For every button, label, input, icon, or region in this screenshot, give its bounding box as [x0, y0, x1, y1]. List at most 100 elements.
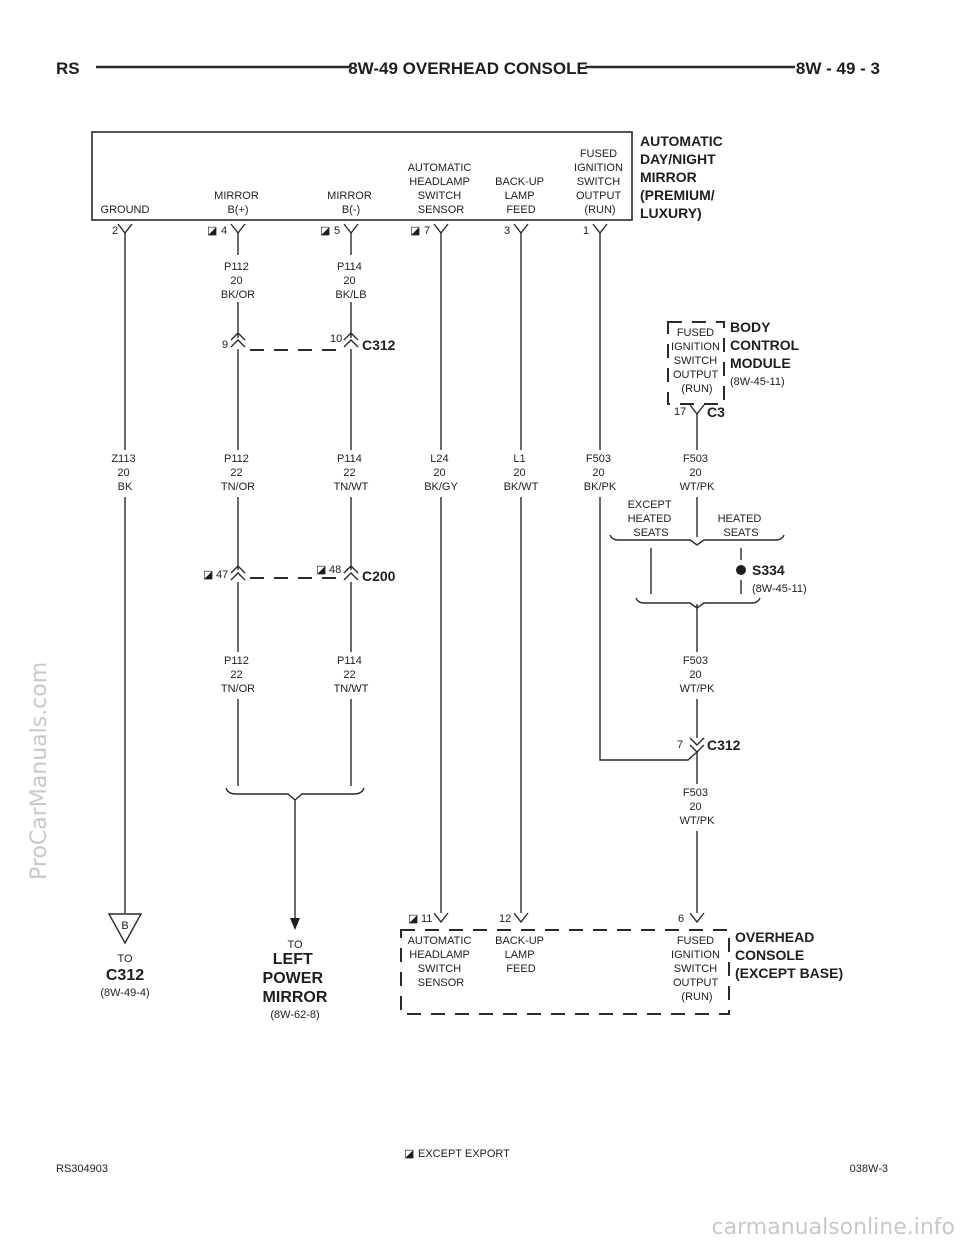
ground-reference: B TO C312 (8W-49-4)	[100, 913, 150, 999]
mirror-terminals	[117, 223, 608, 235]
option-bracket-bottom	[635, 597, 761, 609]
console-label-headlamp-sensor: AUTOMATIC HEADLAMP SWITCH SENSOR	[408, 935, 475, 989]
connector-symbol	[230, 565, 246, 581]
splice-ref: (8W-45-11)	[752, 583, 807, 595]
terminal-pin-3	[513, 223, 529, 235]
page-title: 8W-49 OVERHEAD CONSOLE	[348, 59, 588, 78]
wire-label-f503-wtpk: F503 20 WT/PK	[680, 787, 715, 827]
pin-label-mirror-bplus: MIRROR B(+)	[214, 190, 262, 216]
connector-c312-inline: 9 10 C312	[222, 332, 396, 353]
console-pin-6: 6	[678, 913, 684, 925]
connector-pin: 17	[674, 406, 686, 418]
mirror-ref-to: TO	[287, 939, 303, 951]
page-footer: RS304903 038W-3	[56, 1163, 888, 1175]
console-terminal-11	[433, 912, 449, 924]
ground-ref-triangle	[107, 913, 143, 945]
legend-text: EXCEPT EXPORT	[418, 1148, 510, 1160]
wire-label-p114-top: P114 20 BK/LB	[335, 261, 366, 301]
connector-name: C312	[707, 737, 741, 753]
footer-right: 038W-3	[850, 1163, 888, 1175]
watermark-side: ProCarManuals.com	[27, 662, 52, 880]
pin-number-4: 4	[221, 225, 227, 237]
wire-label-p114-low: P114 22 TN/WT	[334, 655, 369, 695]
legend: ◪ EXCEPT EXPORT	[404, 1148, 510, 1160]
overhead-console: ◪ 11 12 6 AUTOMATIC HEADLAMP SWITCH SENS…	[400, 912, 843, 1015]
wire-label-l24: L24 20 BK/GY	[424, 453, 458, 493]
connector-pin: 7	[677, 739, 683, 751]
wire-label-f503-wtpk: F503 20 WT/PK	[680, 655, 715, 695]
option-bracket-top	[609, 534, 785, 546]
header-right: 8W - 49 - 3	[796, 59, 880, 78]
ground-ref-page: (8W-49-4)	[100, 987, 149, 999]
bcm-ref: (8W-45-11)	[730, 376, 785, 388]
wire-label-p112-low: P112 22 TN/OR	[221, 655, 255, 695]
console-terminal-6	[689, 912, 705, 924]
ground-ref-name: C312	[106, 967, 144, 984]
export-symbol: ◪	[408, 913, 418, 925]
header-left: RS	[56, 59, 80, 78]
pin-number-1: 1	[583, 225, 589, 237]
console-dashed-box	[400, 929, 730, 1015]
connector-symbol	[343, 565, 359, 581]
footer-left: RS304903	[56, 1163, 108, 1175]
pin-label-mirror-bminus: MIRROR B(-)	[327, 190, 375, 216]
connector-pin: 9	[222, 339, 228, 351]
option-label-except-heated: EXCEPT HEATED SEATS	[628, 499, 675, 539]
pin-label-backup-lamp: BACK-UP LAMP FEED	[495, 176, 547, 216]
export-symbol: ◪	[410, 225, 420, 237]
splice-s334-dot	[736, 565, 746, 575]
pin-label-headlamp-sensor: AUTOMATIC HEADLAMP SWITCH SENSOR	[408, 162, 475, 216]
pin-number-2: 2	[112, 225, 118, 237]
connector-name: C312	[362, 337, 396, 353]
wire-label-f503-wtpk: F503 20 WT/PK	[680, 453, 715, 493]
ground-ref-to: TO	[117, 953, 133, 965]
export-symbol: ◪	[203, 569, 213, 581]
connector-symbol	[689, 737, 705, 753]
mirror-module-name: AUTOMATIC DAY/NIGHT MIRROR (PREMIUM/ LUX…	[640, 133, 727, 221]
connector-c312-f503: 7 C312	[677, 737, 741, 753]
body-control-module: FUSED IGNITION SWITCH OUTPUT (RUN) BODY …	[667, 319, 800, 420]
connector-symbol	[230, 332, 246, 348]
terminal-c3	[689, 404, 705, 416]
wire-labels: P112 20 BK/OR P114 20 BK/LB Z113 20 BK P…	[111, 261, 715, 827]
export-symbol: ◪	[320, 225, 330, 237]
connector-pin: 48	[329, 564, 341, 576]
watermark-bottom: carmanualsonline.info	[712, 1215, 955, 1240]
wire-label-f503-bkpk: F503 20 BK/PK	[584, 453, 617, 493]
connector-pin: 47	[216, 569, 228, 581]
mirror-module-box	[91, 131, 633, 221]
console-name: OVERHEAD CONSOLE (EXCEPT BASE)	[735, 929, 843, 981]
export-symbol: ◪	[207, 225, 217, 237]
wire-label-p112-mid: P112 22 TN/OR	[221, 453, 255, 493]
heated-seats-option: EXCEPT HEATED SEATS HEATED SEATS S334 (8…	[609, 499, 807, 609]
bundle-bracket	[225, 787, 365, 801]
wire-label-l1: L1 20 BK/WT	[504, 453, 539, 493]
wire-label-z113: Z113 20 BK	[111, 453, 138, 493]
pin-number-7: 7	[424, 225, 430, 237]
connector-pin: 10	[330, 333, 342, 345]
wire-label-p114-mid: P114 22 TN/WT	[334, 453, 369, 493]
bcm-dashed-box	[667, 321, 725, 405]
pin-number-3: 3	[504, 225, 510, 237]
ground-ref-letter: B	[121, 920, 128, 932]
wire-f503-bkpk	[599, 497, 698, 761]
terminal-pin-4	[230, 223, 246, 235]
pin-number-5: 5	[334, 225, 340, 237]
mirror-module: AUTOMATIC DAY/NIGHT MIRROR (PREMIUM/ LUX…	[91, 131, 727, 237]
left-mirror-bundle: TO LEFT POWER MIRROR (8W-62-8)	[225, 787, 365, 1021]
terminal-pin-1	[592, 223, 608, 235]
terminal-pin-5	[343, 223, 359, 235]
console-label-fused-ignition: FUSED IGNITION SWITCH OUTPUT (RUN)	[671, 935, 723, 1003]
connector-symbol	[343, 332, 359, 348]
wire-label-p112-top: P112 20 BK/OR	[221, 261, 255, 301]
pin-label-fused-ignition: FUSED IGNITION SWITCH OUTPUT (RUN)	[574, 148, 626, 216]
connector-name: C200	[362, 568, 396, 584]
pin-label-ground: GROUND	[101, 204, 150, 216]
bundle-arrow	[290, 918, 300, 930]
terminal-pin-2	[117, 223, 133, 235]
mirror-ref-page: (8W-62-8)	[270, 1009, 319, 1021]
console-pin-12: 12	[499, 913, 511, 925]
mirror-ref-name: LEFT POWER MIRROR	[263, 951, 328, 1006]
console-pin-11: 11	[421, 913, 432, 925]
